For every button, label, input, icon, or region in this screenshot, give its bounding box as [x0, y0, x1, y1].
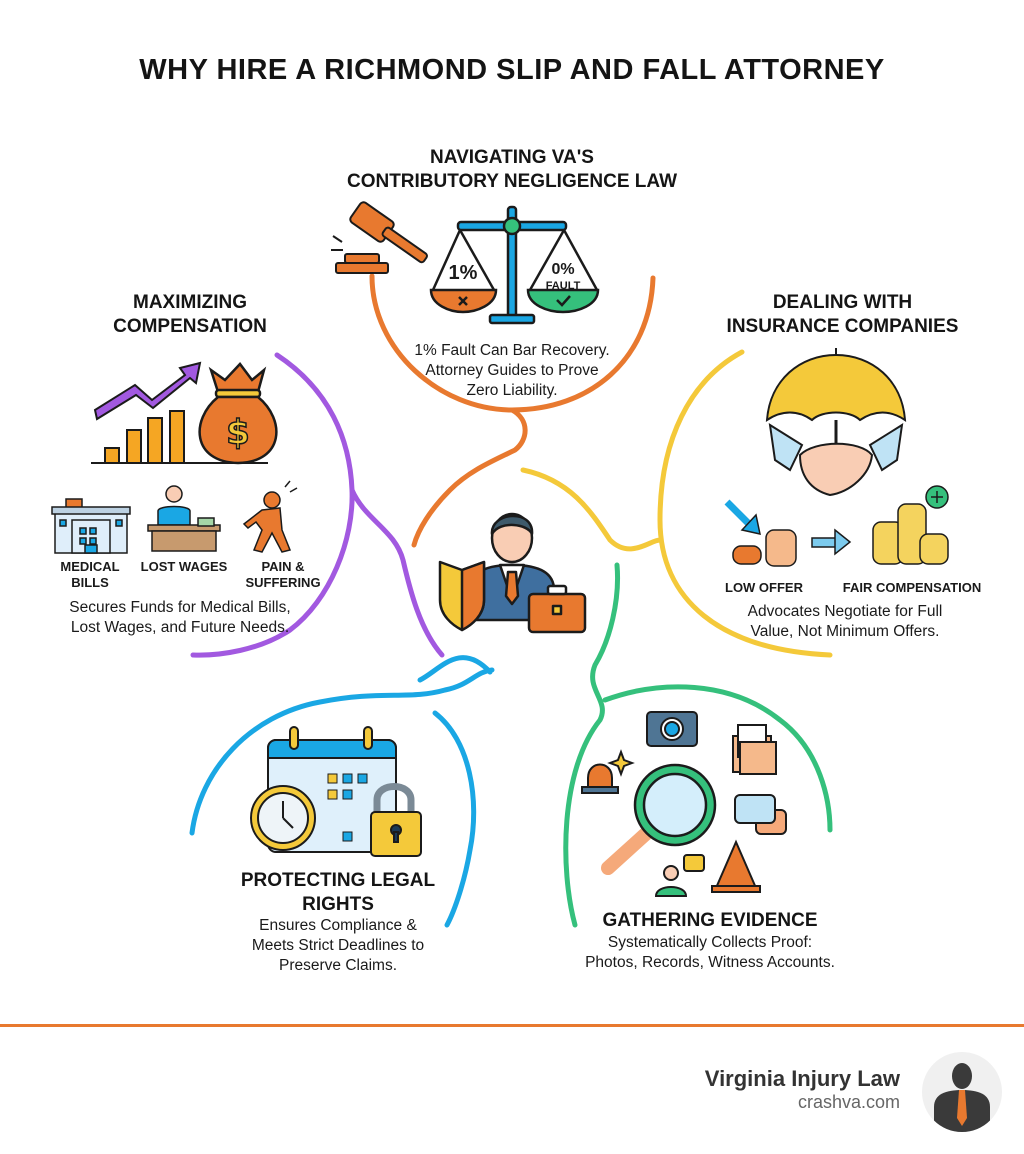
purple-arc: [190, 352, 355, 658]
gavel-icon: [331, 201, 428, 274]
siren-icon: [581, 749, 635, 794]
pain-suffering-label: PAIN & SUFFERING: [245, 559, 321, 590]
footer-divider: [0, 1024, 1024, 1027]
witness-icon: [654, 854, 705, 897]
camera-icon: [646, 711, 698, 747]
compensation-description: Secures Funds for Medical Bills, Lost Wa…: [69, 599, 291, 636]
umbrella-handshake-icon: [765, 348, 907, 497]
scale-left-label: 1%: [448, 262, 478, 284]
orange-connector: [411, 407, 528, 548]
legal-rights-heading: PROTECTING LEGAL RIGHTS: [240, 870, 436, 915]
brand-url[interactable]: crashva.com: [797, 1092, 900, 1112]
attorney-silhouette-logo-icon: [934, 1063, 990, 1132]
hospital-icon: [51, 498, 131, 554]
medical-folder-icon: [732, 724, 777, 775]
scales-of-justice-icon: [429, 205, 600, 325]
pain-figure-icon: [242, 480, 298, 553]
padlock-icon: [370, 783, 422, 857]
yellow-connector: [520, 467, 663, 552]
green-connector: [563, 562, 621, 928]
low-offer-label: LOW OFFER: [725, 580, 803, 595]
evidence-heading: GATHERING EVIDENCE: [602, 910, 818, 931]
compensation-heading: MAXIMIZING COMPENSATION: [113, 292, 267, 337]
legal-rights-description: Ensures Compliance & Meets Strict Deadli…: [251, 917, 425, 974]
green-arc: [602, 684, 833, 833]
svg-text:$: $: [226, 413, 250, 453]
blue-connector: [417, 655, 493, 683]
chat-bubbles-icon: [734, 794, 787, 835]
page-title: WHY HIRE A RICHMOND SLIP AND FALL ATTORN…: [139, 54, 885, 86]
magnifying-glass-icon: [601, 763, 717, 875]
insurance-heading: DEALING WITH INSURANCE COMPANIES: [726, 292, 959, 337]
scale-right-label: 0% FAULT: [545, 261, 581, 293]
blue-arc-right: [432, 710, 477, 928]
money-bag-icon: $: [198, 362, 278, 465]
clock-icon: [250, 785, 316, 851]
evidence-description: Systematically Collects Proof: Photos, R…: [585, 934, 835, 971]
blue-arc: [189, 667, 495, 836]
fair-compensation-label: FAIR COMPENSATION: [842, 580, 982, 595]
insurance-description: Advocates Negotiate for Full Value, Not …: [747, 603, 943, 640]
medical-bills-label: MEDICAL BILLS: [60, 559, 120, 590]
purple-connector: [349, 487, 445, 658]
brand-name: Virginia Injury Law: [704, 1066, 900, 1091]
coins-icon: [724, 485, 949, 567]
brand-logo: [922, 1052, 1002, 1132]
negligence-heading: NAVIGATING VA'S CONTRIBUTORY NEGLIGENCE …: [346, 147, 678, 192]
attorney-with-shield-and-briefcase-icon: [438, 512, 587, 634]
lost-wages-label: LOST WAGES: [140, 559, 228, 574]
yellow-arc: [657, 349, 833, 658]
injured-worker-icon: [147, 485, 221, 552]
traffic-cone-icon: [711, 839, 761, 893]
negligence-description: 1% Fault Can Bar Recovery. Attorney Guid…: [414, 342, 610, 399]
